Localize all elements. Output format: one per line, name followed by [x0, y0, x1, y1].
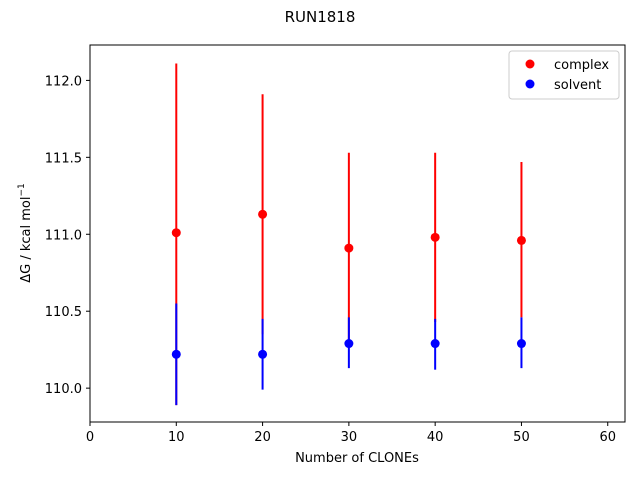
legend-marker [525, 59, 535, 69]
x-axis: 0 10 20 30 40 50 60 [86, 422, 616, 445]
data-point [516, 235, 526, 245]
data-point [171, 228, 181, 238]
legend-frame [508, 50, 620, 100]
axes-frame [89, 44, 626, 423]
y-tick-label: 110.5 [45, 305, 82, 320]
legend-marker [525, 79, 535, 89]
data-point [344, 339, 354, 349]
y-axis: 110.0 110.5 111.0 111.5 112.0 [45, 74, 90, 397]
y-tick-label: 111.0 [45, 228, 82, 243]
legend-label: solvent [554, 78, 601, 93]
y-axis-label: ΔG / kcal mol−1 [17, 183, 34, 283]
series-solvent [171, 303, 526, 406]
y-axis-label-main: ΔG / kcal mol [19, 197, 34, 283]
x-tick-label: 40 [427, 430, 444, 445]
legend-label: complex [554, 58, 609, 73]
data-point [430, 339, 440, 349]
chart-title: RUN1818 [285, 8, 356, 26]
y-axis-label-superscript: −1 [17, 183, 27, 196]
x-tick-label: 0 [86, 430, 94, 445]
x-axis-label: Number of CLONEs [295, 451, 419, 466]
data-point [258, 209, 268, 219]
x-tick-label: 60 [599, 430, 616, 445]
data-point [344, 243, 354, 253]
x-tick-label: 20 [254, 430, 271, 445]
data-point [516, 339, 526, 349]
data-point [430, 232, 440, 242]
x-tick-label: 50 [513, 430, 530, 445]
data-point [171, 349, 181, 359]
plot-area [171, 63, 526, 406]
x-tick-label: 30 [341, 430, 358, 445]
legend: complex solvent [508, 50, 620, 100]
y-tick-label: 110.0 [45, 382, 82, 397]
data-point [258, 349, 268, 359]
y-tick-label: 111.5 [45, 151, 82, 166]
x-tick-label: 10 [168, 430, 185, 445]
y-tick-label: 112.0 [45, 74, 82, 89]
